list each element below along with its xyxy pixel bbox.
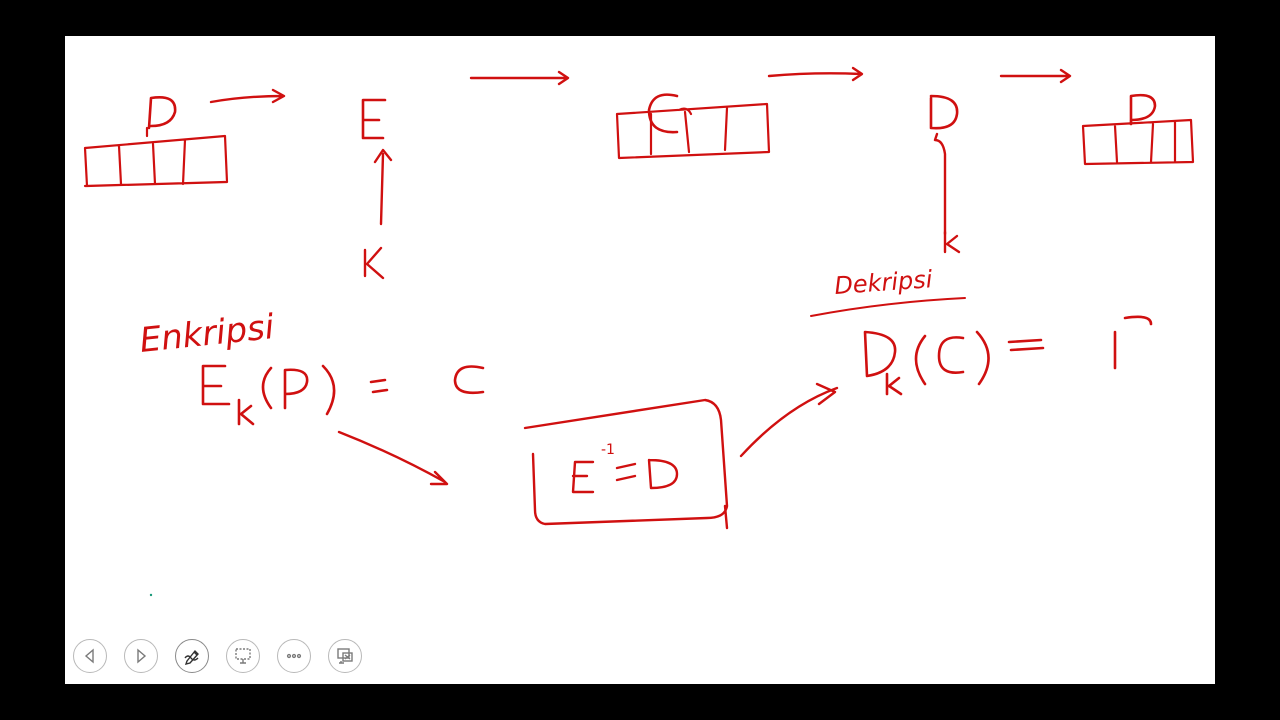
- dekripsi-underline: [810, 297, 966, 317]
- enc-e: [201, 364, 231, 406]
- arrow-c-to-d: [767, 66, 864, 82]
- letter-p-right: [1129, 93, 1157, 126]
- letter-d: [929, 94, 959, 130]
- arrow-p-to-e: [209, 88, 286, 104]
- next-slide-icon: [137, 648, 147, 664]
- previous-slide-button[interactable]: [73, 639, 107, 673]
- enc-close-paren: [321, 364, 336, 416]
- letter-k-right: [943, 230, 961, 254]
- arrow-k-to-e: [373, 148, 393, 226]
- box-e: [571, 460, 595, 494]
- dec-equals: [1007, 338, 1045, 352]
- arrow-enc-to-box: [337, 430, 449, 486]
- letter-p-left: [147, 96, 177, 130]
- cursor-dot: [149, 593, 153, 597]
- enc-c: [453, 365, 485, 395]
- presentation-toolbar: [73, 639, 362, 673]
- box-outline: [523, 398, 729, 530]
- slide-canvas: Enkripsi Dekripsi -1: [65, 36, 1215, 684]
- presenter-view-icon: [337, 648, 353, 664]
- arrow-e-to-c: [469, 70, 570, 86]
- pen-icon: [184, 649, 199, 665]
- arrow-box-to-dec: [739, 382, 839, 458]
- block-left: [83, 126, 229, 188]
- dec-close-paren: [975, 330, 990, 386]
- letter-k-left: [363, 246, 385, 280]
- more-options-button[interactable]: [277, 639, 311, 673]
- block-middle: [615, 102, 771, 160]
- dec-c: [937, 336, 965, 374]
- more-options-icon: [286, 653, 302, 659]
- presenter-view-button[interactable]: [328, 639, 362, 673]
- letter-e: [361, 98, 387, 140]
- dec-d: [863, 330, 897, 378]
- view-slides-icon: [235, 648, 251, 664]
- arrow-d-to-p: [999, 68, 1072, 84]
- enc-equals: [369, 378, 389, 394]
- line-k-to-d: [933, 132, 947, 236]
- enc-p: [283, 368, 309, 410]
- enc-sub-k: [237, 398, 255, 426]
- letter-c: [647, 93, 679, 134]
- previous-slide-icon: [84, 648, 94, 664]
- box-d: [647, 458, 679, 490]
- dec-p: [1113, 315, 1153, 370]
- next-slide-button[interactable]: [124, 639, 158, 673]
- dec-sub-k: [885, 372, 903, 396]
- dec-open-paren: [914, 334, 927, 386]
- box-equals: [615, 462, 637, 482]
- ink-drawing: [83, 66, 1195, 597]
- view-slides-button[interactable]: [226, 639, 260, 673]
- enc-open-paren: [261, 366, 273, 410]
- block-right: [1081, 118, 1195, 166]
- pen-tool-button[interactable]: [175, 639, 209, 673]
